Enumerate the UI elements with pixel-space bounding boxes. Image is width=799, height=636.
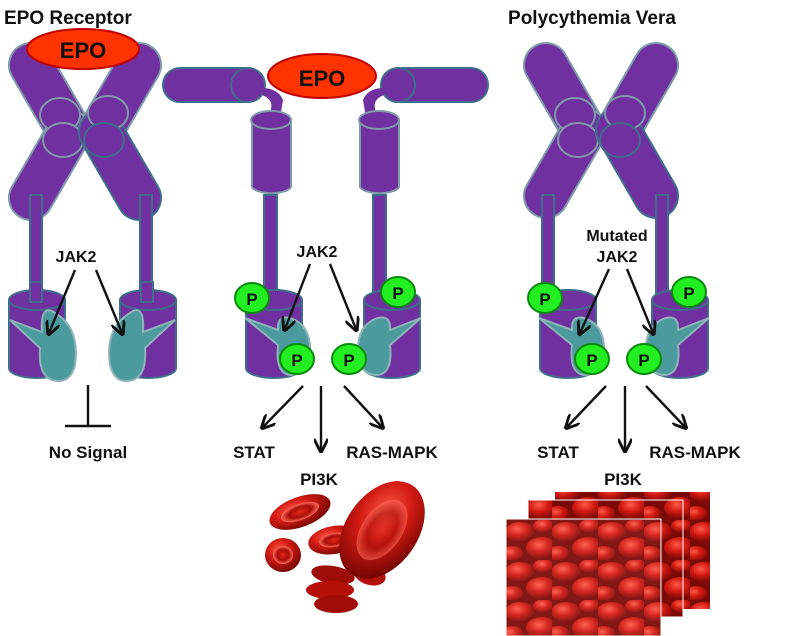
phosphate-receptor-left: P <box>234 282 270 314</box>
panel-epo-receptor: EPO Receptor EPO <box>4 8 177 462</box>
pathway-stat: STAT <box>537 443 579 462</box>
extracellular-domain-right <box>358 110 400 195</box>
phosphate-receptor-right: P <box>671 276 707 308</box>
transmembrane-left <box>29 194 43 296</box>
arrow-to-stat <box>567 385 607 427</box>
pathway-pi3k: PI3K <box>300 470 339 489</box>
receptor-x-right <box>78 42 162 221</box>
pathway-ras-mapk: RAS-MAPK <box>346 443 438 462</box>
svg-text:P: P <box>392 284 403 303</box>
arrow-jak2-right <box>328 263 356 329</box>
svg-text:P: P <box>246 290 257 309</box>
receptor-x-left <box>523 42 607 219</box>
arrow-jak2-left <box>285 263 312 329</box>
inhibition-icon <box>65 385 111 428</box>
arrow-to-stat <box>263 385 304 427</box>
arrow-to-ras-mapk <box>343 385 382 427</box>
phosphate-jak2-left: P <box>574 343 610 375</box>
phosphate-receptor-left: P <box>527 282 563 314</box>
no-signal-label: No Signal <box>49 443 127 462</box>
svg-text:P: P <box>683 284 694 303</box>
epo-label: EPO <box>60 38 106 63</box>
arrow-jak2-left <box>580 268 611 333</box>
receptor-x-right <box>595 42 679 219</box>
phosphate-receptor-right: P <box>380 276 416 308</box>
svg-text:P: P <box>638 351 649 370</box>
panel-title: Polycythemia Vera <box>508 8 676 29</box>
jak2-label: JAK2 <box>56 249 97 266</box>
arrow-jak2-right <box>625 268 653 333</box>
red-blood-cells-normal <box>265 481 425 613</box>
pathway-pi3k: PI3K <box>604 470 643 489</box>
arrow-to-ras-mapk <box>645 385 685 427</box>
transmembrane-right <box>655 194 669 301</box>
red-blood-cells-excess <box>505 492 710 636</box>
panel-activated-receptor: EPO P <box>162 53 489 613</box>
receptor-x-left <box>8 42 92 221</box>
phosphate-jak2-right: P <box>626 343 662 375</box>
pathway-stat: STAT <box>233 443 275 462</box>
epo-label: EPO <box>299 66 345 91</box>
panel-polycythemia-vera: Polycythemia Vera <box>505 8 742 636</box>
arrow-jak2-right <box>94 269 122 333</box>
extracellular-domain-left <box>250 110 292 195</box>
arrow-jak2-left <box>49 269 77 333</box>
epo-ligand <box>26 28 140 70</box>
pathway-ras-mapk: RAS-MAPK <box>649 443 741 462</box>
epo-ligand <box>267 53 377 99</box>
jak2-label: JAK2 <box>297 244 338 261</box>
svg-text:P: P <box>539 290 550 309</box>
svg-text:P: P <box>291 351 302 370</box>
panel-title: EPO Receptor <box>4 8 132 29</box>
transmembrane-left <box>263 194 278 301</box>
svg-text:P: P <box>586 351 597 370</box>
phosphate-jak2-left: P <box>279 343 315 375</box>
phosphate-jak2-right: P <box>331 343 367 375</box>
svg-text:P: P <box>343 351 354 370</box>
mutated-label: Mutated <box>586 228 647 245</box>
jak2-label: JAK2 <box>597 249 638 266</box>
transmembrane-right <box>139 194 153 296</box>
